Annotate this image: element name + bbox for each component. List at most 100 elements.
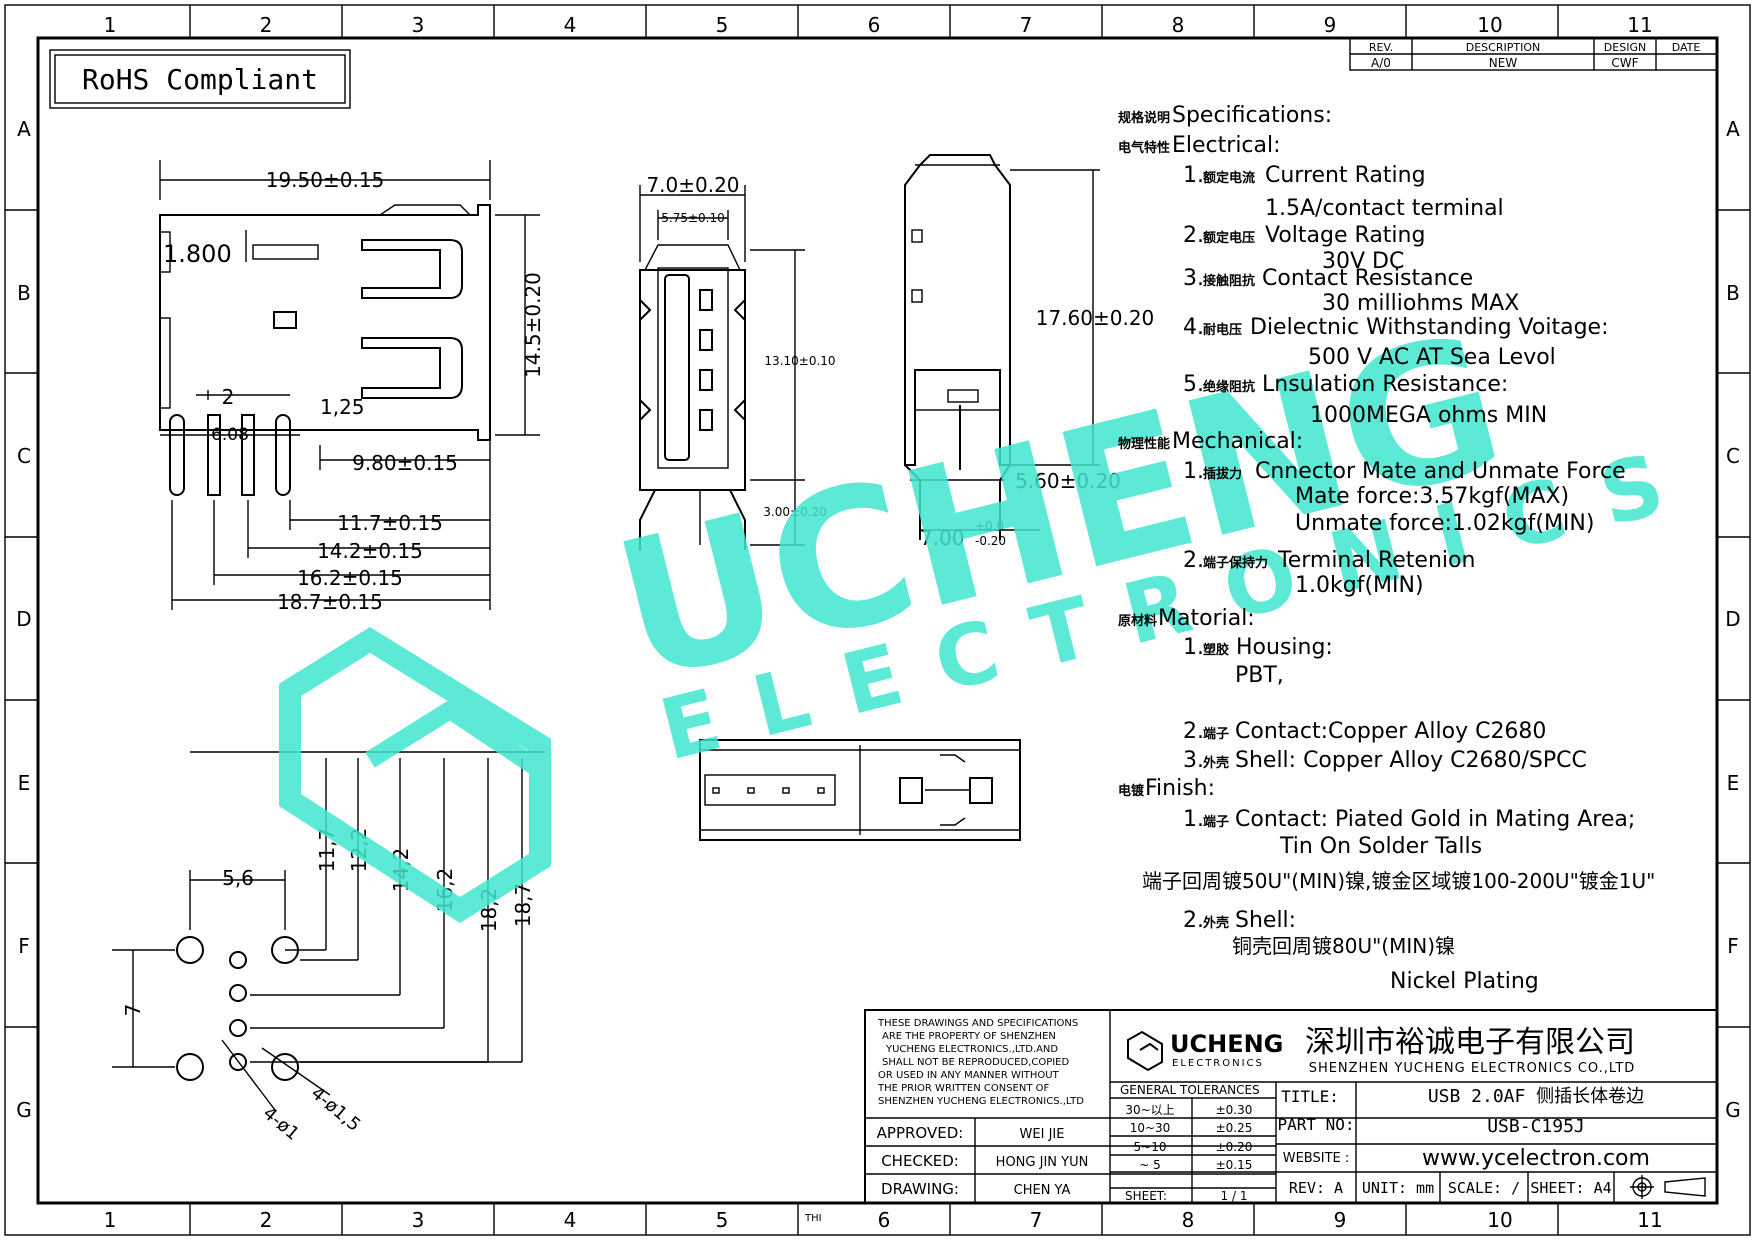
- col-label: 3: [412, 13, 425, 37]
- outer-border: [4, 4, 1751, 1236]
- col-label: 7: [1030, 1208, 1043, 1232]
- rev-field: REV: A: [1289, 1179, 1343, 1197]
- spec-num: 4.: [1183, 315, 1204, 340]
- spec-cn: 规格说明: [1118, 110, 1170, 126]
- col-label: 2: [260, 1208, 273, 1232]
- col-label: 10: [1487, 1208, 1512, 1232]
- rev-value: A/0: [1371, 56, 1391, 70]
- spec-mechanical: Mechanical:: [1172, 429, 1303, 454]
- spec-num: 1.: [1183, 635, 1204, 660]
- notice-line: SHALL NOT BE REPRODUCED,COPIED: [882, 1057, 1069, 1068]
- row-label: B: [17, 281, 31, 305]
- col-label: 8: [1182, 1208, 1195, 1232]
- approved-label: APPROVED:: [877, 1124, 964, 1142]
- title-label: TITLE:: [1281, 1087, 1339, 1106]
- spec-cn: 端子保持力: [1203, 555, 1268, 571]
- spec-m2-value: 1.0kgf(MIN): [1295, 573, 1424, 598]
- pcb-hole-15: 4-ø1,5: [307, 1083, 365, 1136]
- col-label: 2: [260, 13, 273, 37]
- spec-cn: 额定电压: [1203, 230, 1255, 246]
- col-label: 10: [1477, 13, 1502, 37]
- spec-cn: 接触阻抗: [1203, 273, 1255, 289]
- part-number-value: USB-C195J: [1487, 1116, 1585, 1137]
- row-label: A: [17, 117, 31, 141]
- watermark-logo-shape: [365, 699, 545, 778]
- col-label: 8: [1172, 13, 1185, 37]
- dim-117: 11.7±0.15: [337, 511, 443, 535]
- column-labels: 1 2 3 4 5 6 7 8 9 10 11 1 2 3 4 5 6 7 8 …: [104, 13, 1663, 1232]
- pcb-layout: 5,6 7 11,7 12,2 14,2 16,2 18,2 18,7 4-ø1…: [112, 751, 545, 1145]
- checked-label: CHECKED:: [881, 1152, 959, 1170]
- row-label: A: [1726, 117, 1740, 141]
- sheet-value: 1 / 1: [1221, 1189, 1248, 1203]
- spec-m1-mate: Mate force:3.57kgf(MAX): [1295, 484, 1569, 509]
- specifications: 规格说明 Specifications: 电气特性 Electrical: 1.…: [1118, 103, 1655, 994]
- row-label: E: [18, 771, 31, 795]
- notice-line: YUCHENG ELECTRONICS.,LTD.AND: [885, 1044, 1058, 1055]
- spec-cn: 插拔力: [1203, 466, 1242, 482]
- website-label: WEBSITE :: [1283, 1151, 1350, 1166]
- spec-e1-value: 1.5A/contact terminal: [1265, 196, 1504, 221]
- side-view: 17.60±0.20 5.60±0.20 7.00 +0.0 -0.20: [904, 154, 1155, 550]
- spec-title: Specifications:: [1172, 103, 1332, 128]
- spec-e4: Dielectnic Withstanding Voitage:: [1250, 315, 1608, 340]
- spec-cn: 电镀: [1118, 783, 1145, 799]
- spec-cn: 外壳: [1202, 755, 1229, 771]
- top-view: 19.50±0.15 1.800 14.5±0.20 2 1,25 6.08 9…: [159, 160, 545, 614]
- spec-num: 3.: [1183, 266, 1204, 291]
- rev-header: REV.: [1369, 41, 1393, 54]
- col-label: 3: [412, 1208, 425, 1232]
- dim-side-tol-down: -0.20: [975, 534, 1006, 548]
- spec-f2-cn-detail: 铜壳回周镀80U"(MIN)镍: [1232, 934, 1455, 958]
- dim-height: 14.5±0.20: [521, 272, 545, 378]
- projection-symbol-icon: [1630, 1175, 1706, 1199]
- spec-t1: Housing:: [1236, 635, 1333, 660]
- approved-value: WEI JIE: [1020, 1127, 1065, 1142]
- col-label: 1: [104, 13, 117, 37]
- tol-value: ±0.20: [1216, 1140, 1253, 1154]
- dim-1800: 1.800: [163, 240, 232, 268]
- spec-cn: 塑胶: [1203, 642, 1229, 658]
- dim-side-pin: 5.60±0.20: [1015, 469, 1121, 493]
- pcb-dim-187: 18,7: [511, 883, 535, 928]
- dim-side-width: 7.00: [920, 526, 965, 550]
- spec-cn: 额定电流: [1203, 170, 1255, 186]
- notice-line: THE PRIOR WRITTEN CONSENT OF: [877, 1083, 1049, 1094]
- spec-num: 1.: [1183, 459, 1204, 484]
- col-label: 9: [1324, 13, 1337, 37]
- spec-t1-value: PBT,: [1235, 663, 1284, 688]
- logo-text: UCHENG: [1170, 1030, 1283, 1058]
- row-label: F: [18, 934, 30, 958]
- scale-field: SCALE: /: [1448, 1179, 1520, 1197]
- tol-range: ~ 5: [1139, 1158, 1161, 1172]
- watermark-logo-shape: [279, 627, 551, 924]
- col-label: 4: [564, 13, 577, 37]
- row-label: C: [17, 444, 31, 468]
- part-number-label: PART NO:: [1277, 1115, 1354, 1134]
- spec-cn: 绝缘阻抗: [1203, 379, 1255, 395]
- col-label: 4: [564, 1208, 577, 1232]
- dim-980: 9.80±0.15: [352, 451, 458, 475]
- sheet-label: SHEET:: [1125, 1189, 1167, 1203]
- row-label: D: [1725, 607, 1740, 631]
- spec-cn: 端子: [1203, 814, 1229, 830]
- copyright-notice: THESE DRAWINGS AND SPECIFICATIONS ARE TH…: [877, 1018, 1084, 1107]
- dim-608: 6.08: [211, 425, 249, 445]
- dim-side-height: 17.60±0.20: [1036, 306, 1155, 330]
- dim-overall-length: 19.50±0.15: [266, 168, 385, 192]
- rev-header: DESCRIPTION: [1466, 41, 1540, 54]
- tol-range: 5~10: [1134, 1140, 1167, 1154]
- pcb-hole-1: 4-ø1: [259, 1103, 303, 1145]
- dim-front-pin: 3.00±0.20: [763, 505, 827, 519]
- tol-range: 30~以上: [1125, 1103, 1174, 1117]
- spec-t3: Shell: Copper Alloy C2680/SPCC: [1235, 748, 1587, 773]
- row-label: C: [1726, 444, 1740, 468]
- thi-mark: THI: [804, 1213, 822, 1224]
- tol-value: ±0.25: [1216, 1121, 1253, 1135]
- spec-f1-cn-detail: 端子回周镀50U"(MIN)镍,镀金区域镀100-200U"镀金1U": [1142, 869, 1655, 893]
- notice-line: OR USED IN ANY MANNER WITHOUT: [878, 1070, 1060, 1081]
- dim-front-height: 13.10±0.10: [764, 354, 835, 368]
- spec-f1: Contact: Piated Gold in Mating Area;: [1235, 807, 1635, 832]
- checked-value: HONG JIN YUN: [996, 1155, 1089, 1170]
- spec-e3-value: 30 milliohms MAX: [1322, 291, 1519, 316]
